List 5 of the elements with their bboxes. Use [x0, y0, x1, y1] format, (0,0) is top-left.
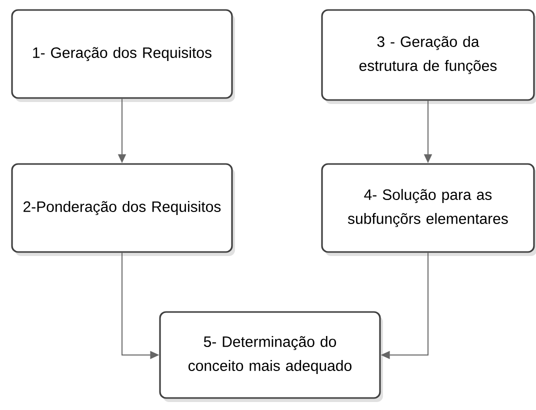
- process-box: 2-Ponderação dos Requisitos: [11, 163, 233, 253]
- process-box: 3 - Geração da estrutura de funções: [321, 9, 535, 101]
- process-box: 5- Determinação do conceito mais adequado: [159, 311, 381, 399]
- process-box: 4- Solução para as subfunçõrs elementares: [321, 163, 535, 253]
- process-box: 1- Geração dos Requisitos: [11, 9, 233, 99]
